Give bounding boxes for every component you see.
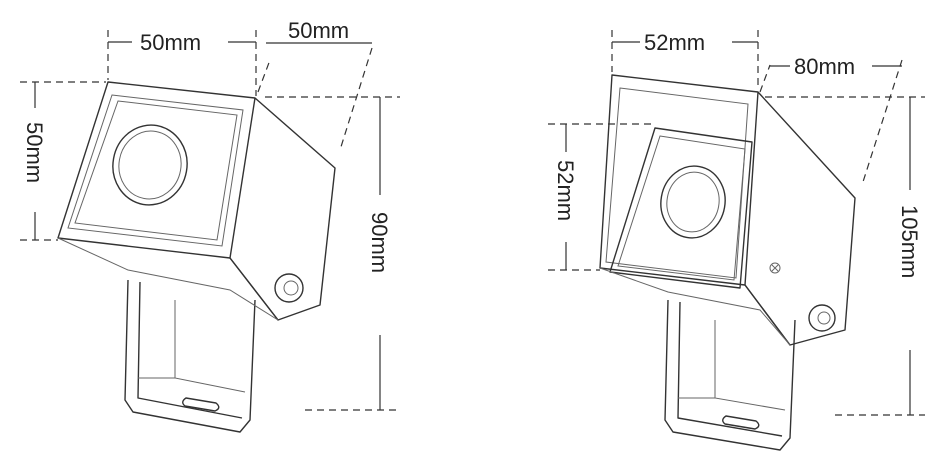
right-bracket [664,299,796,451]
left-width-label: 50mm [140,30,201,55]
right-total-height-label: 105mm [897,205,922,278]
left-bracket [124,279,256,433]
left-fixture: 50mm 50mm 50mm 90mm [20,18,400,433]
left-total-height-label: 90mm [367,212,392,273]
right-housing [599,74,856,346]
right-dimension-lines [548,30,925,416]
left-face-height-label: 50mm [22,122,47,183]
right-fixture: 52mm 80mm 52mm 105mm [548,30,925,451]
left-housing [57,81,336,321]
right-depth-label: 80mm [794,54,855,79]
right-width-label: 52mm [644,30,705,55]
left-dimension-lines [20,30,400,411]
right-face-height-label: 52mm [553,160,578,221]
left-depth-label: 50mm [288,18,349,43]
